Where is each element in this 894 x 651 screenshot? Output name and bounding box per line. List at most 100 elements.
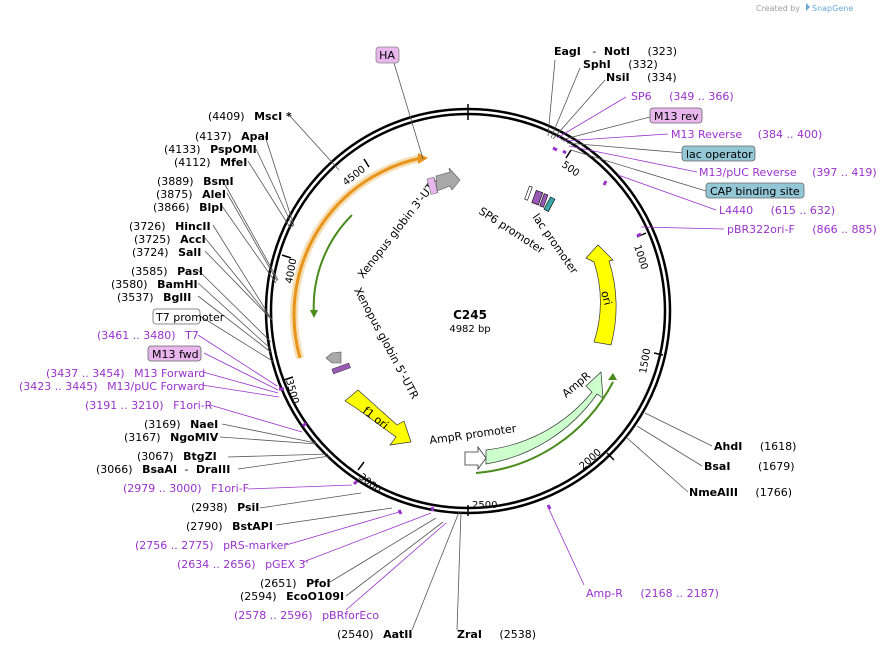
primer-m13-reverse[interactable]: M13 Reverse (384 .. 400) (671, 128, 822, 141)
enzyme-btgzi[interactable]: (3067) BtgZI (137, 450, 217, 463)
primer-pbrforeco[interactable]: (2578 .. 2596) pBRforEco (234, 609, 379, 622)
enzyme-pasi[interactable]: (3585) PasI (131, 265, 203, 278)
primer-m13-puc-reverse[interactable]: M13/pUC Reverse (397 .. 419) (699, 166, 877, 179)
enzyme-pos: (2651) (260, 577, 297, 590)
enzyme-name-2: NotI (604, 45, 630, 58)
svg-text:EagI - NotI: EagI - NotI (323) (554, 45, 677, 58)
svg-text:(3580) BamHI: (3580) BamHI (111, 278, 198, 291)
enzyme-apai[interactable]: (4137) ApaI (195, 130, 269, 143)
enzyme-eagi-noti[interactable]: EagI - NotI (323) (554, 45, 677, 58)
enzyme-sphi[interactable]: SphI (332) (583, 58, 658, 71)
enzyme-name: HincII (175, 220, 211, 233)
primer-f1ori-f[interactable]: (2979 .. 3000) F1ori-F (123, 482, 249, 495)
primer-pgex3[interactable]: (2634 .. 2656) pGEX 3' (177, 558, 309, 571)
enzyme-mfei[interactable]: (4112) MfeI (174, 156, 247, 169)
enzyme-name: NmeAIII (689, 486, 738, 499)
svg-text:(3169) NaeI: (3169) NaeI (144, 418, 218, 431)
ha-feature[interactable] (426, 167, 461, 195)
promoter-cluster[interactable] (524, 185, 556, 212)
tick-label-3500: 3500 (283, 378, 300, 405)
svg-text:SphI (332): SphI (332) (583, 58, 658, 71)
enzyme-psii[interactable]: (2938) PsiI (191, 501, 259, 514)
enzyme-aatii[interactable]: (2540) AatII (337, 628, 412, 641)
enzyme-name: MscI * (254, 110, 292, 123)
enzyme-blpi[interactable]: (3866) BlpI (153, 201, 223, 214)
enzyme-bglii[interactable]: (3537) BglII (117, 291, 191, 304)
enzyme-hincii[interactable]: (3726) HincII (129, 220, 211, 233)
enzyme-bsai[interactable]: BsaI (1679) (704, 460, 795, 473)
enzyme-name: BsaI (704, 460, 730, 473)
primer-l4440[interactable]: L4440 (615 .. 632) (719, 204, 835, 217)
feature-label: M13 fwd (152, 348, 199, 361)
enzyme-pspomi[interactable]: (4133) PspOMI (164, 143, 257, 156)
enzyme-pos: (2538) (499, 628, 536, 641)
utr5-feature[interactable] (325, 351, 351, 375)
primer-m13-puc-forward[interactable]: (3423 .. 3445) M13/pUC Forward (19, 380, 205, 393)
primer-name: pGEX 3' (265, 558, 309, 571)
enzyme-pos: (332) (628, 58, 658, 71)
feature-t7-promoter[interactable]: T7 promoter (152, 308, 225, 325)
svg-text:(3191 .. 3210) F1ori-R: (3191 .. 3210) F1ori-R (85, 399, 213, 412)
ha-tag-box[interactable]: HA (375, 46, 400, 64)
ha-tag-label: HA (379, 49, 395, 62)
enzyme-nmeaiii[interactable]: NmeAIII (1766) (689, 486, 792, 499)
primer-name: L4440 (719, 204, 753, 217)
primer-f1ori-r[interactable]: (3191 .. 3210) F1ori-R (85, 399, 213, 412)
enzyme-sep: - (592, 45, 596, 58)
primer-pbr322ori-f[interactable]: pBR322ori-F (866 .. 885) (727, 223, 877, 236)
enzyme-alei[interactable]: (3875) AleI (156, 188, 226, 201)
svg-text:(3866) BlpI: (3866) BlpI (153, 201, 223, 214)
f1ori-feature[interactable] (344, 389, 412, 446)
tick-label-2000: 2000 (578, 447, 604, 472)
svg-text:(3423 .. 3445) M13/pUC F: (3423 .. 3445) M13/pUC Forward (19, 380, 205, 393)
svg-text:(2756 .. 2775) pRS-marke: (2756 .. 2775) pRS-marker (135, 539, 288, 552)
enzyme-bsmi[interactable]: (3889) BsmI (157, 175, 234, 188)
primer-name: Amp-R (586, 587, 623, 600)
svg-text:(4137) ApaI: (4137) ApaI (195, 130, 269, 143)
tick-label-3000: 3000 (356, 472, 383, 496)
enzyme-name: EagI (554, 45, 581, 58)
enzyme-pos: (3580) (111, 278, 148, 291)
enzyme-acci[interactable]: (3725) AccI (134, 233, 206, 246)
enzyme-nsii[interactable]: NsiI (334) (606, 71, 677, 84)
primer-sp6[interactable]: SP6 (349 .. 366) (631, 90, 734, 103)
enzyme-pos: (2938) (191, 501, 228, 514)
enzyme-name: NsiI (606, 71, 630, 84)
primer-range: (3191 .. 3210) (85, 399, 164, 412)
primer-marks (279, 146, 642, 515)
enzyme-naei[interactable]: (3169) NaeI (144, 418, 218, 431)
ampr-feature[interactable] (475, 371, 617, 474)
svg-text:NmeAIII (1766): NmeAIII (1766) (689, 486, 792, 499)
enzyme-zrai[interactable]: ZraI (2538) (457, 628, 536, 641)
utr3-feature[interactable] (290, 153, 428, 360)
enzyme-pfoi[interactable]: (2651) PfoI (260, 577, 331, 590)
feature-m13-fwd[interactable]: M13 fwd (147, 345, 202, 362)
enzyme-pos: (3875) (156, 188, 193, 201)
enzyme-ngomiv[interactable]: (3167) NgoMIV (124, 431, 219, 444)
feature-lac-operator[interactable]: lac operator (681, 145, 756, 162)
svg-text:(3066) BsaAI -: (3066) BsaAI - DraIII (96, 463, 230, 476)
enzyme-pos: (3725) (134, 233, 171, 246)
enzyme-ecoo109i[interactable]: (2594) EcoO109I (240, 590, 344, 603)
enzyme-pos: (3724) (132, 246, 169, 259)
primer-prs-marker[interactable]: (2756 .. 2775) pRS-marker (135, 539, 288, 552)
ampr-promoter-feature[interactable] (464, 445, 487, 471)
ori-feature[interactable] (585, 244, 617, 346)
primer-amp-r[interactable]: Amp-R (2168 .. 2187) (586, 587, 719, 600)
enzyme-ahdi[interactable]: AhdI (1618) (714, 440, 796, 453)
primer-t7[interactable]: (3461 .. 3480) T7 (97, 329, 199, 342)
feature-m13-rev[interactable]: M13 rev (649, 107, 703, 124)
feature-cap-binding-site[interactable]: CAP binding site (705, 182, 805, 199)
svg-text:Amp-R (2168 .. 2187): Amp-R (2168 .. 2187) (586, 587, 719, 600)
enzyme-name: BstAPI (232, 520, 273, 533)
svg-text:M13/pUC Reverse (397 ..: M13/pUC Reverse (397 .. 419) (699, 166, 877, 179)
enzyme-sali[interactable]: (3724) SalI (132, 246, 201, 259)
enzyme-name: EcoO109I (286, 590, 344, 603)
enzyme-msci[interactable]: (4409) MscI * (208, 110, 292, 123)
enzyme-bstapi[interactable]: (2790) BstAPI (186, 520, 273, 533)
enzyme-bsaai-draiii[interactable]: (3066) BsaAI - DraIII (96, 463, 230, 476)
enzyme-name: NaeI (190, 418, 218, 431)
primer-m13-forward[interactable]: (3437 .. 3454) M13 Forward (46, 367, 205, 380)
enzyme-bamhi[interactable]: (3580) BamHI (111, 278, 198, 291)
feature-label: lac operator (686, 148, 753, 161)
